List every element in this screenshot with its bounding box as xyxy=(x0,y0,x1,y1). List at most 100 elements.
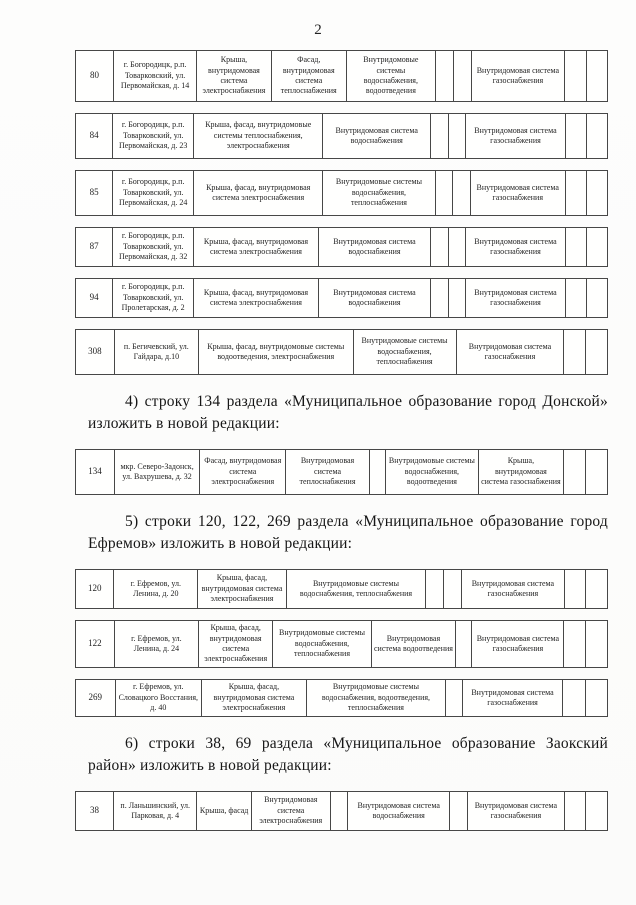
row-number: 87 xyxy=(76,228,114,266)
work-cell: Внутридомовая система водоснабжения xyxy=(319,279,432,317)
row-number: 134 xyxy=(76,450,115,494)
address: г. Богородицк, р.п. Товарковский, ул. Пе… xyxy=(114,51,198,101)
empty-cell xyxy=(436,171,454,215)
empty-cell xyxy=(587,51,608,101)
paragraph: 6) строки 38, 69 раздела «Муниципальное … xyxy=(88,735,608,774)
work-cell: Внутридомовые системы водоснабжения, теп… xyxy=(354,330,457,374)
empty-cell xyxy=(587,228,607,266)
work-cell: Внутридомовые системы водоснабжения, вод… xyxy=(386,450,479,494)
work-cell: Внутридомовая система водоснабжения xyxy=(323,114,432,158)
empty-cell xyxy=(370,450,387,494)
empty-cell xyxy=(453,171,471,215)
paragraph: 5) строки 120, 122, 269 раздела «Муницип… xyxy=(88,513,608,552)
work-cell: Крыша, фасад, внутридомовые системы тепл… xyxy=(194,114,324,158)
work-cell: Крыша, фасад, внутридомовая система элек… xyxy=(194,228,319,266)
work-cell: Крыша, фасад, внутридомовая система элек… xyxy=(198,570,287,608)
address: п. Ланьшинский, ул. Парковая, д. 4 xyxy=(114,792,198,830)
work-cell: Внутридомовая система электроснабжения xyxy=(252,792,331,830)
empty-cell xyxy=(565,51,587,101)
empty-cell xyxy=(566,228,587,266)
work-cell: Крыша, фасад, внутридомовая система элек… xyxy=(202,680,307,716)
empty-cell xyxy=(566,279,587,317)
row-number: 269 xyxy=(76,680,116,716)
empty-cell xyxy=(587,171,607,215)
work-cell: Внутридомовые системы водоснабжения, вод… xyxy=(347,51,437,101)
work-cell: Внутридомовая система газоснабжения xyxy=(468,792,565,830)
empty-cell xyxy=(449,114,467,158)
row-number: 94 xyxy=(76,279,114,317)
empty-cell xyxy=(444,570,463,608)
address: г. Ефремов, ул. Словацкого Восстания, д.… xyxy=(116,680,203,716)
empty-cell xyxy=(426,570,445,608)
address: мкр. Северо-Задонск, ул. Вахрушева, д. 3… xyxy=(115,450,201,494)
work-cell: Крыша, фасад, внутридомовая система элек… xyxy=(194,171,324,215)
row-number: 84 xyxy=(76,114,114,158)
work-cell: Внутридомовая система газоснабжения xyxy=(472,621,565,667)
row-number: 308 xyxy=(76,330,115,374)
row-number: 120 xyxy=(76,570,115,608)
work-cell: Крыша, фасад, внутридомовая система элек… xyxy=(199,621,274,667)
work-cell: Внутридомовые системы водоснабжения, теп… xyxy=(273,621,372,667)
empty-cell xyxy=(450,792,468,830)
work-cell: Внутридомовая система теплоснабжения xyxy=(286,450,370,494)
work-cell: Внутридомовая система водоснабжения xyxy=(319,228,432,266)
empty-cell xyxy=(565,570,587,608)
row-number: 80 xyxy=(76,51,115,101)
empty-cell xyxy=(456,621,473,667)
empty-cell xyxy=(586,450,607,494)
work-cell: Внутридомовые системы водоснабжения, вод… xyxy=(307,680,447,716)
work-cell: Крыша, фасад xyxy=(197,792,252,830)
empty-cell xyxy=(586,570,607,608)
empty-cell xyxy=(454,51,472,101)
work-cell: Внутридомовая система газоснабжения xyxy=(466,114,566,158)
address: г. Богородицк, р.п. Товарковский, ул. Пе… xyxy=(113,228,195,266)
empty-cell xyxy=(431,279,449,317)
empty-cell xyxy=(563,680,586,716)
work-cell: Внутридомовые системы водоснабжения, теп… xyxy=(287,570,427,608)
work-cell: Фасад, внутридомовая система электроснаб… xyxy=(200,450,287,494)
empty-cell xyxy=(564,330,587,374)
work-cell: Внутридомовая система водоснабжения xyxy=(348,792,451,830)
work-cell: Внутридомовая система газоснабжения xyxy=(472,51,565,101)
page-number: 2 xyxy=(314,22,322,38)
work-cell: Внутридомовая система водоотведения xyxy=(372,621,457,667)
empty-cell xyxy=(586,621,607,667)
row-number: 85 xyxy=(76,171,114,215)
empty-cell xyxy=(431,228,449,266)
paragraph: 4) строку 134 раздела «Муниципальное обр… xyxy=(88,393,608,432)
work-cell: Внутридомовая система газоснабжения xyxy=(471,171,566,215)
row-number: 38 xyxy=(76,792,115,830)
work-cell: Крыша, фасад, внутридомовые системы водо… xyxy=(199,330,354,374)
work-cell: Внутридомовые системы водоснабжения, теп… xyxy=(323,171,436,215)
address: п. Бегичевский, ул. Гайдара, д.10 xyxy=(115,330,200,374)
empty-cell xyxy=(449,228,467,266)
work-cell: Внутридомовая система газоснабжения xyxy=(457,330,565,374)
empty-cell xyxy=(587,279,607,317)
empty-cell xyxy=(586,680,607,716)
address: г. Богородицк, р.п. Товарковский, ул. Пр… xyxy=(113,279,195,317)
empty-cell xyxy=(446,680,463,716)
address: г. Ефремов, ул. Ленина, д. 24 xyxy=(115,621,200,667)
empty-cell xyxy=(566,114,587,158)
work-cell: Внутридомовая система газоснабжения xyxy=(466,228,566,266)
empty-cell xyxy=(436,51,454,101)
empty-cell xyxy=(587,114,607,158)
row-number: 122 xyxy=(76,621,115,667)
empty-cell xyxy=(586,792,607,830)
work-cell: Крыша, внутридомовая система электроснаб… xyxy=(197,51,272,101)
empty-cell xyxy=(564,621,587,667)
empty-cell xyxy=(431,114,449,158)
address: г. Богородицк, р.п. Товарковский, ул. Пе… xyxy=(113,114,195,158)
